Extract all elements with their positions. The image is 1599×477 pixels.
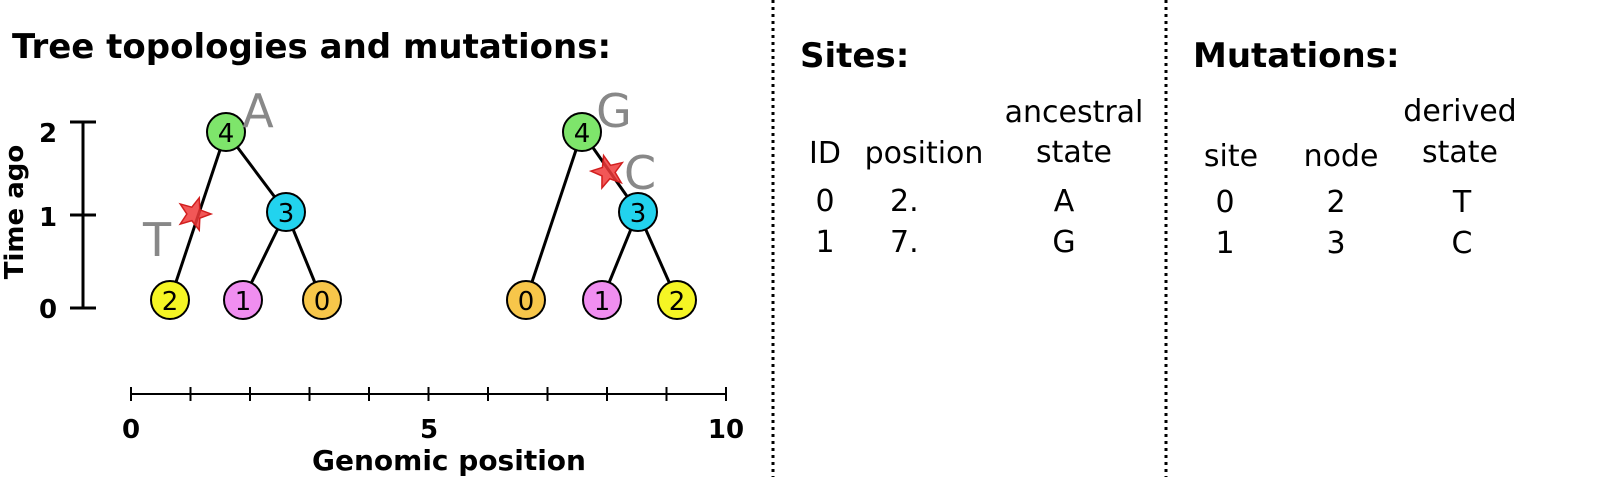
mutations-panel: Mutations: site node derived state 0 2 T… — [1193, 36, 1517, 261]
tree1-mutation-star-icon — [178, 195, 214, 233]
x-tick-label-0: 0 — [122, 415, 140, 445]
tree2-node-0: 0 — [506, 280, 546, 320]
mutations-header-state: state — [1422, 135, 1498, 170]
tree1-site-label: A — [242, 84, 274, 138]
tree2-site-label: G — [596, 84, 632, 138]
y-tick-label-2: 2 — [39, 119, 57, 149]
x-tick-label-5: 5 — [420, 415, 438, 445]
mutation-node: 2 — [1326, 185, 1345, 220]
tree1-mutation-label: T — [142, 213, 172, 267]
node-circle — [506, 280, 546, 320]
mutations-panel-title: Mutations: — [1193, 36, 1400, 76]
node-label: 2 — [162, 287, 179, 317]
tree2-mutation-star-icon — [588, 153, 625, 190]
tree2-mutation-label: C — [624, 146, 656, 200]
node-label: 1 — [594, 287, 611, 317]
y-axis — [70, 120, 96, 310]
mutation-derived-state: C — [1452, 226, 1473, 261]
y-axis-label: Time ago — [0, 145, 30, 279]
tree1-node-3: 3 — [266, 192, 306, 232]
tree1-node-1: 1 — [223, 280, 263, 320]
mutations-header-derived: derived — [1403, 94, 1516, 129]
trees-panel-title: Tree topologies and mutations: — [12, 27, 611, 67]
tree2-node-2: 2 — [657, 280, 697, 320]
site-id: 0 — [815, 184, 834, 219]
tree-1: 4 3 2 1 0 A T — [142, 84, 342, 320]
tree2-node-4: 4 — [562, 112, 602, 152]
tree2-node-1: 1 — [582, 280, 622, 320]
table-row: 1 3 C — [1215, 226, 1472, 261]
table-row: 0 2. A — [815, 184, 1074, 219]
x-tick-label-10: 10 — [708, 415, 744, 445]
y-tick-label-0: 0 — [39, 295, 57, 325]
node-circle — [657, 280, 697, 320]
trees-panel: Tree topologies and mutations: 2 1 0 Tim… — [0, 27, 744, 477]
table-row: 0 2 T — [1215, 185, 1471, 220]
table-row: 1 7. G — [815, 225, 1075, 260]
tree1-node-0: 0 — [302, 280, 342, 320]
y-tick-label-1: 1 — [39, 203, 57, 233]
tree2-edge-4-0 — [524, 131, 584, 301]
tree1-node-2: 2 — [150, 280, 190, 320]
node-circle — [150, 280, 190, 320]
site-position: 2. — [890, 184, 919, 219]
node-label: 4 — [218, 119, 235, 149]
site-ancestral-state: G — [1052, 225, 1075, 260]
site-position: 7. — [890, 225, 919, 260]
x-axis — [130, 387, 727, 401]
node-circle — [266, 192, 306, 232]
sites-header-state: state — [1036, 135, 1112, 170]
node-circle — [562, 112, 602, 152]
node-label: 0 — [518, 287, 535, 317]
sites-header-ancestral: ancestral — [1005, 95, 1144, 130]
node-label: 1 — [235, 287, 252, 317]
node-label: 0 — [314, 287, 331, 317]
sites-panel-title: Sites: — [800, 36, 909, 76]
node-circle — [223, 280, 263, 320]
node-label: 2 — [669, 287, 686, 317]
tree1-node-4: 4 — [206, 112, 246, 152]
node-circle — [206, 112, 246, 152]
tree-2: 4 3 0 1 2 G C — [506, 84, 697, 320]
sites-header-id: ID — [809, 136, 841, 171]
node-circle — [302, 280, 342, 320]
node-label: 4 — [574, 119, 591, 149]
sites-header-position: position — [865, 136, 984, 171]
mutation-site: 0 — [1215, 185, 1234, 220]
node-label: 3 — [278, 199, 295, 229]
node-label: 3 — [630, 199, 647, 229]
tree2-node-3: 3 — [618, 192, 658, 232]
x-axis-ticks — [130, 387, 727, 401]
mutation-derived-state: T — [1452, 185, 1472, 220]
site-ancestral-state: A — [1054, 184, 1075, 219]
node-circle — [618, 192, 658, 232]
mutation-node: 3 — [1326, 226, 1345, 261]
site-id: 1 — [815, 225, 834, 260]
mutations-header-node: node — [1304, 139, 1379, 174]
sites-panel: Sites: ID position ancestral state 0 2. … — [800, 36, 1143, 260]
mutation-site: 1 — [1215, 226, 1234, 261]
node-circle — [582, 280, 622, 320]
x-axis-label: Genomic position — [312, 444, 586, 477]
mutations-header-site: site — [1204, 139, 1258, 174]
